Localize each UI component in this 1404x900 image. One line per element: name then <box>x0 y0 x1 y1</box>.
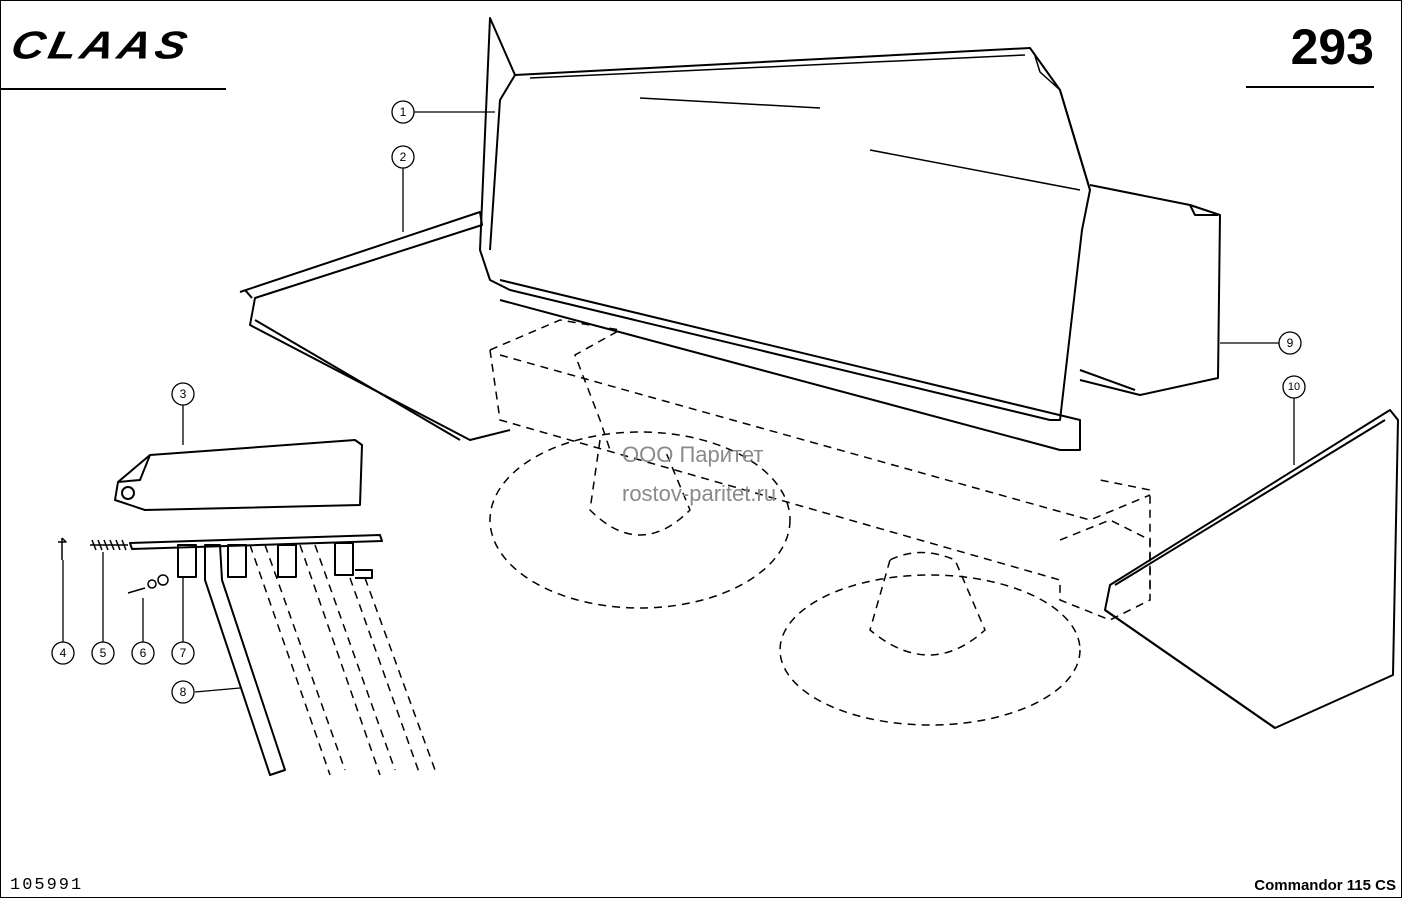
page-number-underline <box>1246 86 1374 88</box>
phantom-disc-1 <box>489 431 791 609</box>
phantom-frame <box>489 319 623 451</box>
callout-8-label: 8 <box>180 685 187 699</box>
callout-6 <box>131 641 155 665</box>
watermark-company: ООО Паритет <box>622 442 764 467</box>
phantom-tines <box>249 544 436 776</box>
phantom-disc-2 <box>779 574 1081 726</box>
part-10-side-plate <box>1104 409 1399 729</box>
callout-7-label: 7 <box>180 646 187 660</box>
callout-10-label: 10 <box>1288 381 1300 393</box>
callout-6-label: 6 <box>140 646 147 660</box>
part-4-pin <box>58 537 67 560</box>
callout-5-label: 5 <box>100 646 107 660</box>
callout-2 <box>391 145 415 169</box>
callout-2-label: 2 <box>400 150 407 164</box>
part-3-guide-housing <box>114 439 363 511</box>
logo-underline <box>0 88 226 90</box>
callout-5 <box>91 641 115 665</box>
drawing-number: 105991 <box>10 876 84 895</box>
callout-3-label: 3 <box>180 387 187 401</box>
model-name: Commandor 115 CS <box>1254 877 1396 894</box>
part-7-rod-assembly <box>129 534 383 579</box>
callout-8 <box>171 680 195 704</box>
callout-4 <box>51 641 75 665</box>
page-number: 293 <box>1290 19 1374 75</box>
part-6-bolt <box>127 574 169 594</box>
callout-9 <box>1278 331 1302 355</box>
callout-9-label: 9 <box>1287 336 1294 350</box>
callout-1 <box>391 100 415 124</box>
part-5-spring <box>90 539 128 551</box>
callout-3 <box>171 382 195 406</box>
callout-10 <box>1282 375 1306 399</box>
part-8-tine <box>204 544 286 776</box>
part-9-rear-box <box>1079 184 1221 396</box>
part-2-left-tray <box>239 211 511 441</box>
phantom-beam <box>489 349 1151 621</box>
part-1-front-panel <box>479 17 1091 451</box>
watermark-url: rostov-paritet.ru <box>622 481 777 506</box>
callout-1-label: 1 <box>400 105 407 119</box>
callout-7 <box>171 641 195 665</box>
callout-4-label: 4 <box>60 646 67 660</box>
